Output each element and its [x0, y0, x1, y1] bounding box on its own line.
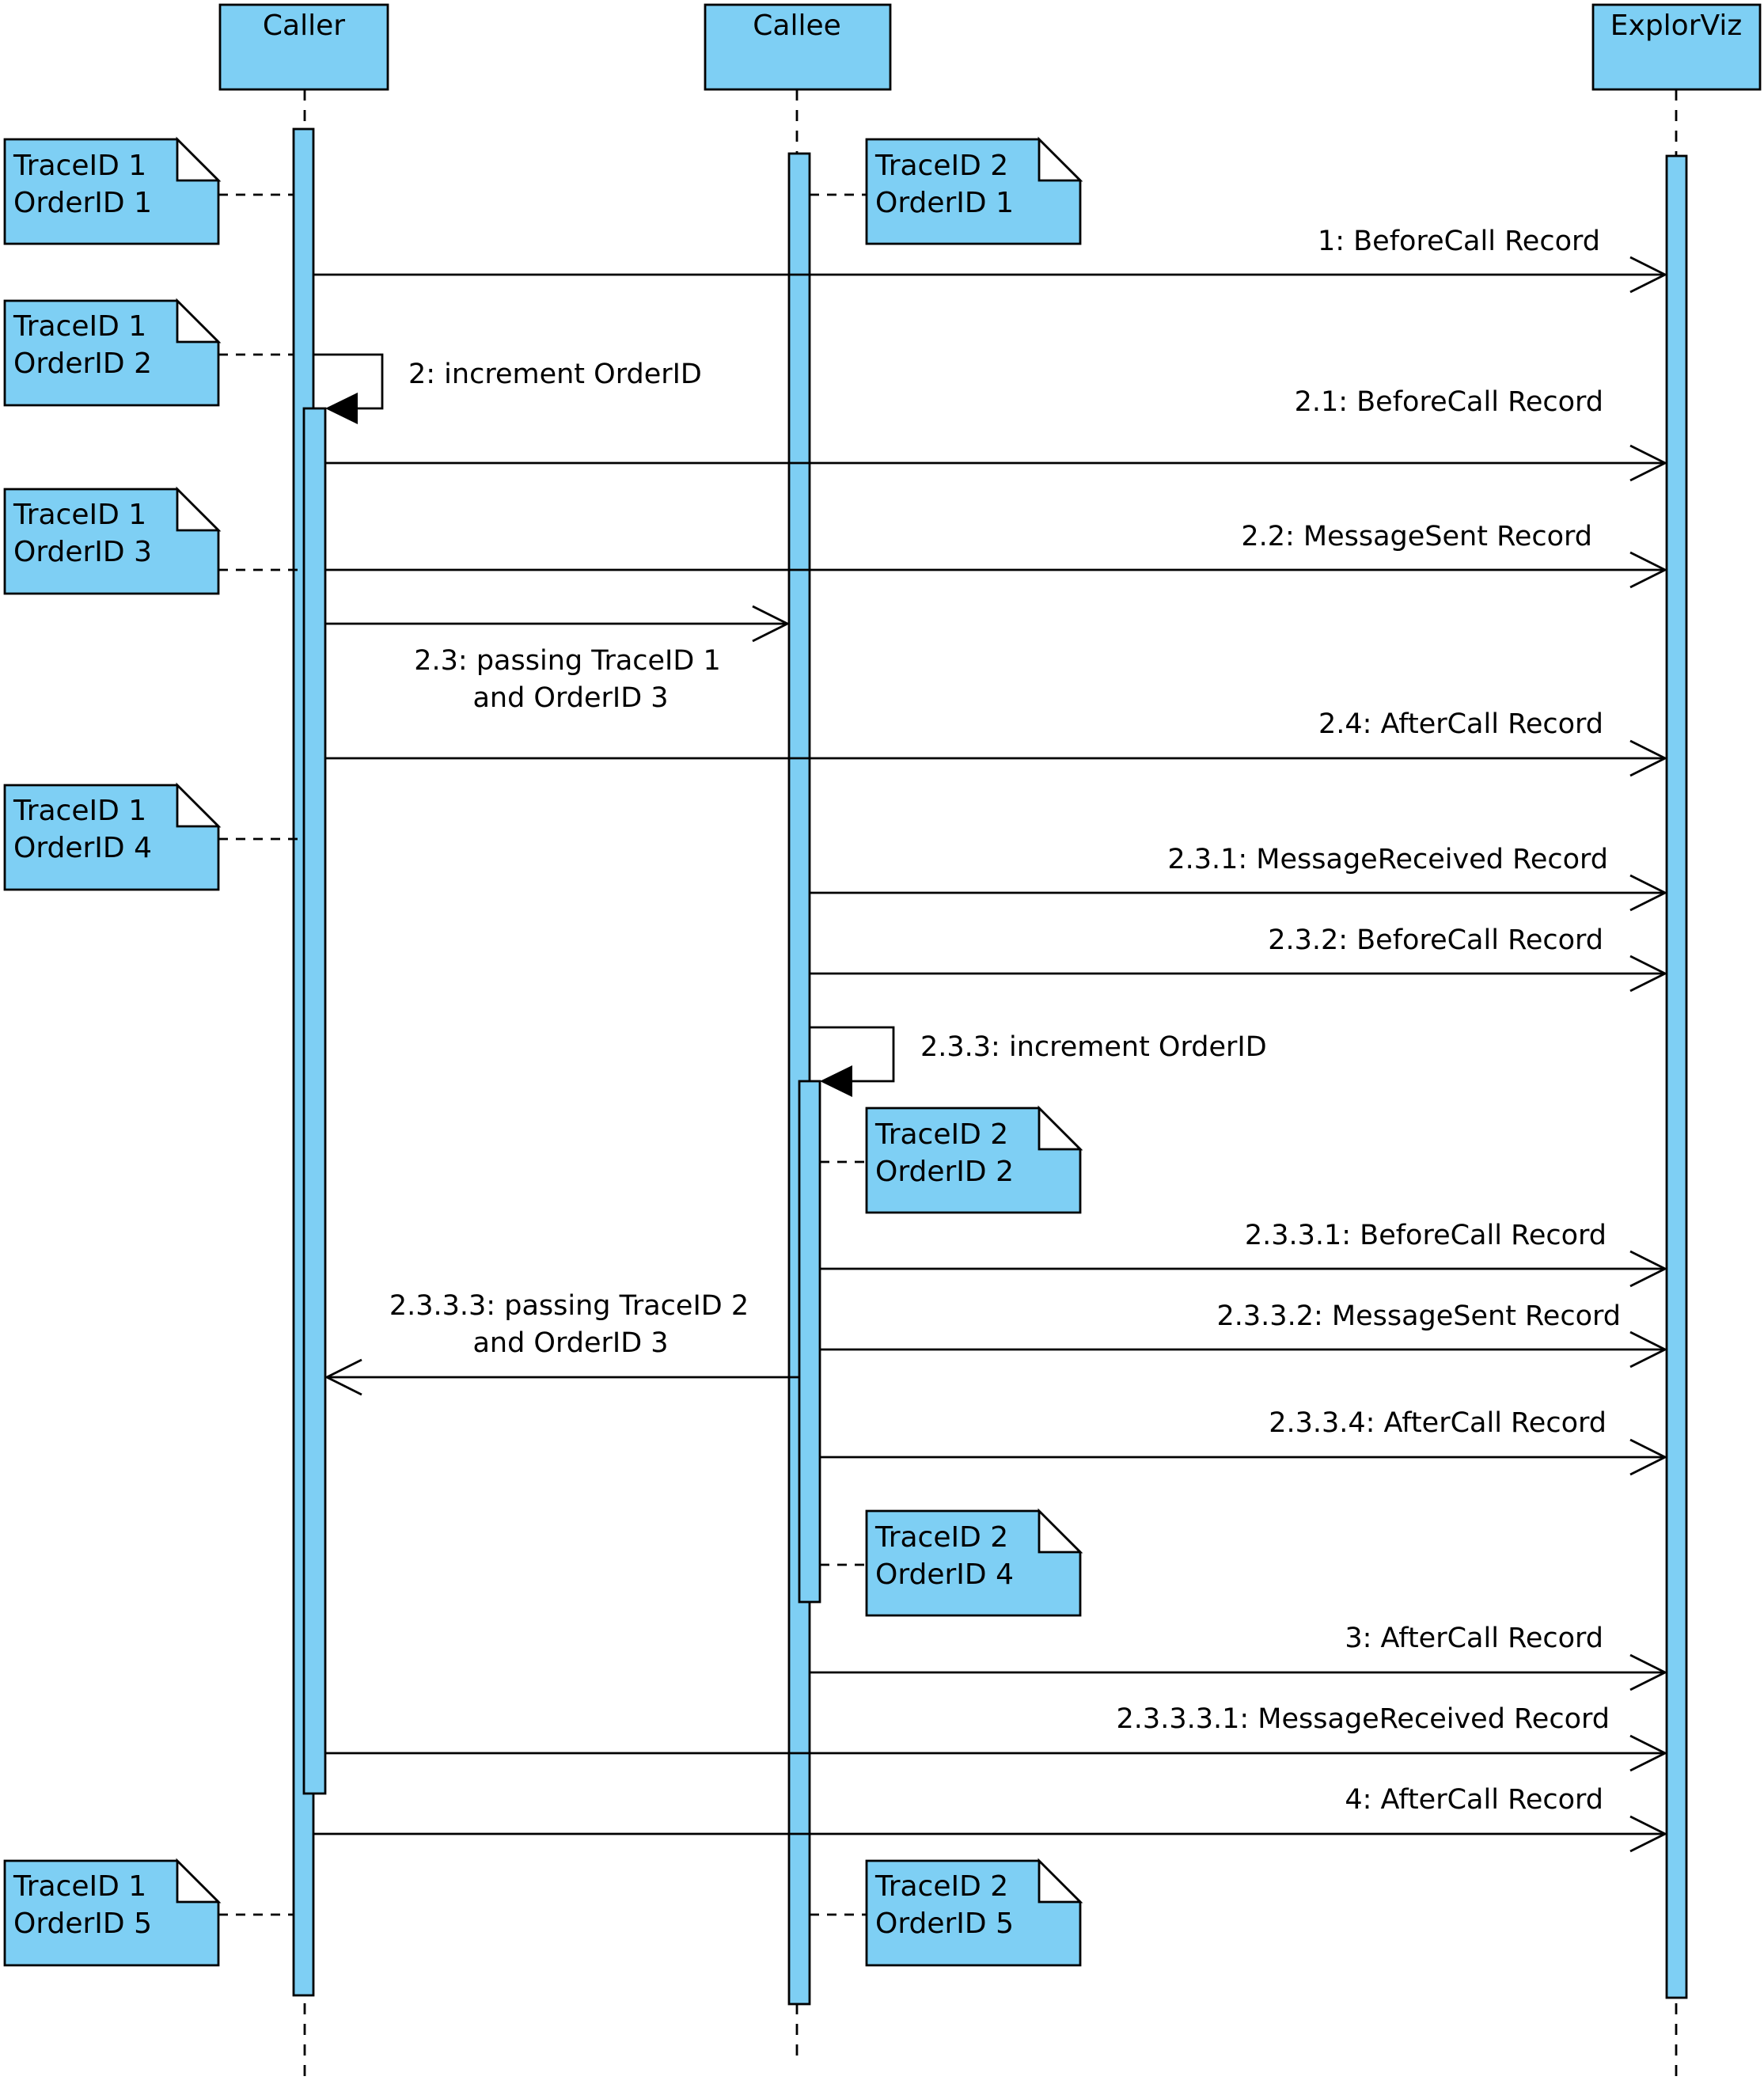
message-2-3-label-line2: and OrderID 3 — [472, 682, 668, 714]
note-order-label: OrderID 5 — [875, 1907, 1014, 1940]
message-2-2-label: 2.2: MessageSent Record — [1241, 521, 1592, 552]
callee-nested-activation — [798, 1080, 821, 1604]
note-caller-order-2: TraceID 1 OrderID 2 — [3, 298, 294, 407]
message-2-3-3-1-label: 2.3.3.1: BeforeCall Record — [1245, 1220, 1607, 1251]
note-caller-order-3: TraceID 1 OrderID 3 — [3, 486, 304, 595]
note-order-label: OrderID 2 — [13, 347, 152, 380]
note-trace-label: TraceID 1 — [13, 499, 146, 531]
message-2-4-arrow — [325, 739, 1668, 777]
message-2-4-label: 2.4: AfterCall Record — [1318, 708, 1603, 740]
note-trace-label: TraceID 1 — [13, 310, 146, 343]
message-2-3-3-4-label: 2.3.3.4: AfterCall Record — [1269, 1407, 1607, 1439]
note-order-label: OrderID 5 — [13, 1907, 152, 1940]
participant-explorviz-label: ExplorViz — [1610, 9, 1742, 42]
message-2-3-3-3-arrow — [324, 1358, 799, 1396]
participant-callee-label: Callee — [753, 9, 841, 42]
message-2-1-label: 2.1: BeforeCall Record — [1295, 386, 1603, 418]
message-2-3-label-line1: 2.3: passing TraceID 1 — [414, 645, 720, 677]
note-caller-order-5: TraceID 1 OrderID 5 — [3, 1858, 294, 1967]
message-4-arrow — [313, 1815, 1668, 1853]
note-callee-order-4: TraceID 2 OrderID 4 — [820, 1508, 1083, 1617]
message-2-3-3-self-call — [810, 1026, 895, 1097]
note-callee-order-5: TraceID 2 OrderID 5 — [810, 1858, 1083, 1967]
participant-caller-label: Caller — [263, 9, 345, 42]
message-2-3-3-3-1-arrow — [325, 1734, 1668, 1772]
note-order-label: OrderID 1 — [875, 187, 1014, 219]
message-1-label: 1: BeforeCall Record — [1318, 226, 1600, 257]
note-trace-label: TraceID 1 — [13, 1870, 146, 1903]
message-2-3-3-3-label-line2: and OrderID 3 — [472, 1327, 668, 1359]
message-2-3-3-4-arrow — [820, 1438, 1668, 1476]
note-trace-label: TraceID 2 — [874, 1118, 1008, 1151]
message-2-3-3-label: 2.3.3: increment OrderID — [920, 1031, 1267, 1063]
message-2-3-2-label: 2.3.2: BeforeCall Record — [1268, 924, 1603, 956]
message-2-self-call — [313, 353, 384, 424]
note-order-label: OrderID 1 — [13, 187, 152, 219]
note-trace-label: TraceID 1 — [13, 795, 146, 827]
message-2-2-arrow — [325, 551, 1668, 589]
message-2-3-3-2-label: 2.3.3.2: MessageSent Record — [1217, 1300, 1621, 1332]
note-trace-label: TraceID 1 — [13, 150, 146, 182]
note-trace-label: TraceID 2 — [874, 1870, 1008, 1903]
note-caller-order-4: TraceID 1 OrderID 4 — [3, 782, 304, 891]
participant-explorviz: ExplorViz — [1591, 3, 1762, 91]
explorviz-activation — [1665, 154, 1688, 1999]
note-callee-order-2: TraceID 2 OrderID 2 — [820, 1105, 1083, 1214]
message-3-label: 3: AfterCall Record — [1345, 1623, 1603, 1654]
participant-callee: Callee — [704, 3, 892, 91]
note-trace-label: TraceID 2 — [874, 1521, 1008, 1554]
note-order-label: OrderID 3 — [13, 536, 152, 568]
note-order-label: OrderID 4 — [13, 832, 152, 864]
note-callee-order-1: TraceID 2 OrderID 1 — [810, 136, 1083, 245]
note-order-label: OrderID 4 — [875, 1558, 1014, 1591]
message-2-3-1-label: 2.3.1: MessageReceived Record — [1167, 844, 1608, 875]
participant-caller: Caller — [218, 3, 389, 91]
message-2-3-arrow — [325, 605, 791, 643]
message-3-arrow — [810, 1653, 1668, 1691]
message-2-1-arrow — [325, 444, 1668, 482]
message-2-3-3-2-arrow — [820, 1330, 1668, 1368]
message-2-label: 2: increment OrderID — [408, 359, 702, 390]
message-2-3-3-3-label-line1: 2.3.3.3: passing TraceID 2 — [389, 1290, 749, 1322]
message-2-3-3-1-arrow — [820, 1250, 1668, 1288]
note-order-label: OrderID 2 — [875, 1156, 1014, 1188]
note-caller-order-1: TraceID 1 OrderID 1 — [3, 136, 294, 245]
message-1-arrow — [313, 256, 1668, 294]
callee-activation — [787, 152, 811, 2006]
message-2-3-2-arrow — [810, 955, 1668, 993]
note-trace-label: TraceID 2 — [874, 150, 1008, 182]
message-2-3-1-arrow — [810, 874, 1668, 912]
caller-nested-activation — [302, 407, 327, 1795]
message-2-3-3-3-1-label: 2.3.3.3.1: MessageReceived Record — [1117, 1703, 1610, 1735]
message-4-label: 4: AfterCall Record — [1345, 1784, 1603, 1816]
